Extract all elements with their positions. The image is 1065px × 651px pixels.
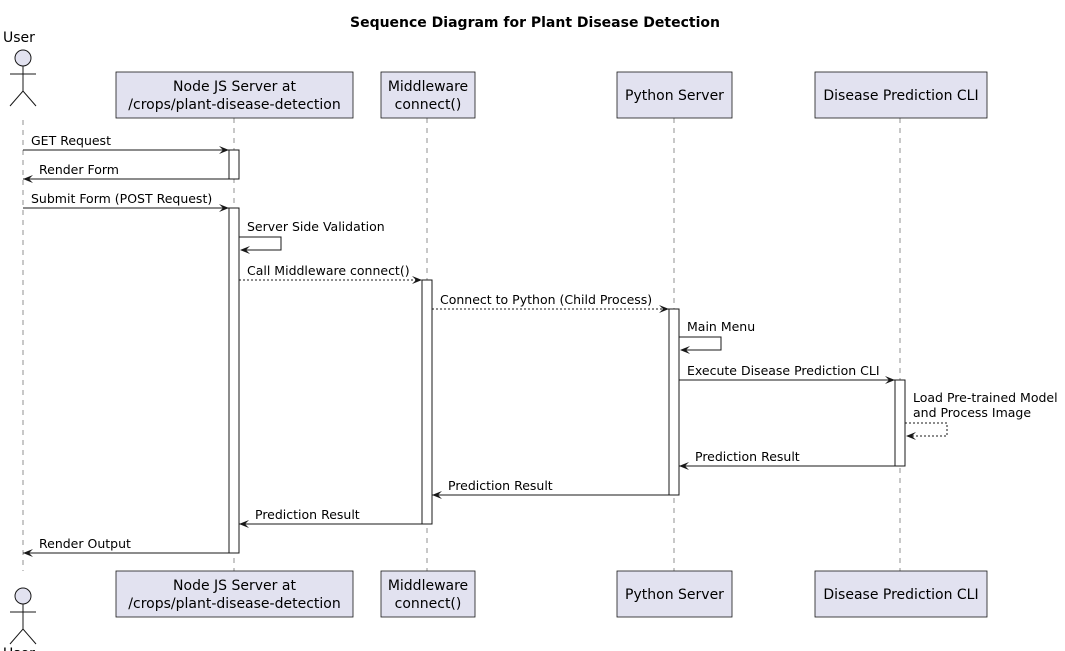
- participant-label: Disease Prediction CLI: [823, 88, 978, 104]
- message-label: Execute Disease Prediction CLI: [687, 363, 880, 378]
- participant-label: Node JS Server at: [173, 79, 296, 95]
- participant-label: Node JS Server at: [173, 578, 296, 594]
- message-10: Prediction Result: [679, 449, 895, 470]
- arrowhead: [240, 246, 250, 254]
- message-label: and Process Image: [913, 405, 1031, 420]
- arrowhead: [659, 305, 669, 313]
- message-11: Prediction Result: [432, 478, 669, 499]
- arrowhead: [23, 175, 33, 183]
- actor-icon: [9, 587, 37, 645]
- message-2: Render Form: [23, 162, 229, 183]
- message-label: Submit Form (POST Request): [31, 191, 212, 206]
- participant-label: Python Server: [625, 587, 724, 603]
- message-label: Prediction Result: [448, 478, 553, 493]
- participant-box: [814, 71, 988, 119]
- activation-bars: [228, 149, 906, 554]
- message-4: Server Side Validation: [239, 219, 385, 254]
- message-7: Main Menu: [679, 319, 755, 354]
- lifelines: [22, 118, 901, 571]
- self-message-line: [905, 422, 948, 437]
- self-message-line: [679, 336, 722, 351]
- message-label: Call Middleware connect(): [247, 263, 410, 278]
- message-3: Submit Form (POST Request): [23, 191, 229, 212]
- self-message-line: [239, 236, 282, 251]
- arrowhead: [906, 432, 916, 440]
- participant-python: Python Server: [616, 71, 733, 119]
- participant-python-bottom: Python Server: [616, 570, 733, 618]
- arrowhead: [680, 346, 690, 354]
- message-label: Server Side Validation: [247, 219, 385, 234]
- arrowhead: [219, 146, 229, 154]
- participant-user: User: [3, 587, 37, 651]
- arrowhead: [23, 549, 33, 557]
- participant-middleware: Middleware connect(): [380, 71, 476, 119]
- message-12: Prediction Result: [239, 507, 422, 528]
- actor-icon: [9, 49, 37, 107]
- participant-label: connect(): [395, 97, 462, 113]
- arrowhead: [432, 491, 442, 499]
- message-8: Execute Disease Prediction CLI: [679, 363, 895, 384]
- message-label: Main Menu: [687, 319, 755, 334]
- participant-label: /crops/plant-disease-detection: [128, 596, 340, 612]
- participant-user: User: [3, 30, 37, 107]
- participant-label: Disease Prediction CLI: [823, 587, 978, 603]
- participant-label: Middleware: [388, 79, 468, 95]
- participant-box: [380, 71, 476, 119]
- participant-cli: Disease Prediction CLI: [814, 71, 988, 119]
- participant-box: [814, 570, 988, 618]
- arrowhead: [219, 204, 229, 212]
- message-1: GET Request: [23, 133, 229, 154]
- participant-node: Node JS Server at/crops/plant-disease-de…: [115, 71, 354, 119]
- participant-box: [115, 71, 354, 119]
- message-label: Load Pre-trained Model: [913, 390, 1058, 405]
- participant-box: [616, 570, 733, 618]
- participant-middleware-bottom: Middleware connect(): [380, 570, 476, 618]
- participant-label: /crops/plant-disease-detection: [128, 97, 340, 113]
- activation-bar-node: [228, 207, 240, 554]
- participant-label: User: [3, 646, 35, 651]
- message-label: GET Request: [31, 133, 111, 148]
- participant-label: connect(): [395, 596, 462, 612]
- participant-label: Python Server: [625, 88, 724, 104]
- message-label: Connect to Python (Child Process): [440, 292, 652, 307]
- arrowhead: [679, 462, 689, 470]
- message-label: Prediction Result: [695, 449, 800, 464]
- activation-bar-middleware: [421, 279, 433, 525]
- participant-cli-bottom: Disease Prediction CLI: [814, 570, 988, 618]
- diagram-title: Sequence Diagram for Plant Disease Detec…: [350, 15, 720, 31]
- arrowhead: [239, 520, 249, 528]
- arrowhead: [412, 276, 422, 284]
- message-label: Render Output: [39, 536, 131, 551]
- message-5: Call Middleware connect(): [239, 263, 422, 284]
- participant-label: User: [3, 30, 35, 46]
- participant-box: [616, 71, 733, 119]
- activation-bar-cli: [894, 379, 906, 467]
- message-6: Connect to Python (Child Process): [432, 292, 669, 313]
- participant-node-bottom: Node JS Server at/crops/plant-disease-de…: [115, 570, 354, 618]
- participant-label: Middleware: [388, 578, 468, 594]
- participants: UserUserNode JS Server at/crops/plant-di…: [3, 30, 988, 651]
- message-label: Prediction Result: [255, 507, 360, 522]
- activation-bar-node: [228, 149, 240, 180]
- message-label: Render Form: [39, 162, 119, 177]
- participant-box: [115, 570, 354, 618]
- activation-bar-python: [668, 308, 680, 496]
- message-13: Render Output: [23, 536, 229, 557]
- participant-box: [380, 570, 476, 618]
- arrowhead: [885, 376, 895, 384]
